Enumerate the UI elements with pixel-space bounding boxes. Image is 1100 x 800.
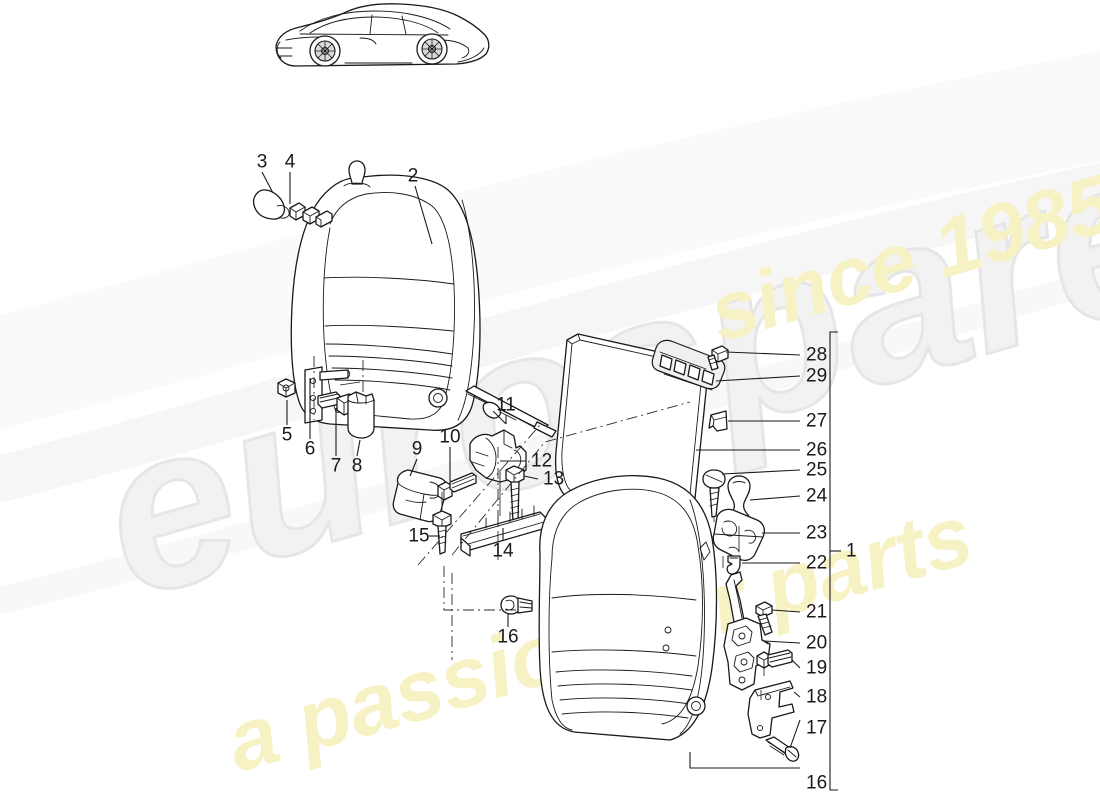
cover-plate-part-18: [747, 680, 795, 739]
bolt-part-19: [756, 649, 793, 669]
headrest-knob-part-3: [252, 189, 290, 220]
callout-5: 5: [281, 424, 293, 446]
callout-4: 4: [284, 151, 296, 173]
projection-lines: [313, 356, 765, 700]
clip-part-22: [726, 555, 741, 575]
callout-1-assembly: 1: [846, 540, 857, 562]
upper-backrest-cushion: [290, 160, 481, 431]
callout-14: 14: [492, 540, 514, 562]
pin-part-10: [437, 472, 477, 501]
bush-sleeve-part-8: [347, 391, 375, 439]
callout-24: 24: [806, 485, 828, 507]
screw-part-28: [707, 345, 729, 371]
callout-18: 18: [806, 686, 828, 708]
bolt-part-16-left: [500, 595, 533, 615]
nut-part-5: [277, 378, 296, 398]
callout-17: 17: [806, 717, 828, 739]
callout-9: 9: [411, 438, 423, 460]
callout-11: 11: [496, 394, 516, 416]
latch-mechanism-part-20: [723, 617, 771, 691]
callout-6: 6: [304, 438, 316, 460]
bolt-part-15: [432, 510, 452, 555]
callout-28: 28: [806, 344, 828, 366]
assembly-bracket-1: [689, 331, 841, 791]
clip-part-27: [708, 410, 728, 432]
callout-8: 8: [351, 455, 363, 477]
callout-13: 13: [543, 468, 565, 490]
callout-22: 22: [806, 552, 828, 574]
callout-26: 26: [806, 439, 828, 461]
callout-23: 23: [806, 522, 828, 544]
callout-20: 20: [806, 632, 828, 654]
vehicle-silhouette-icon: [275, 3, 490, 67]
screw-part-17: [765, 736, 800, 762]
callout-12: 12: [531, 450, 553, 472]
callout-16-footer: 16: [806, 772, 828, 794]
bolt-part-13: [505, 465, 525, 523]
callout-3: 3: [256, 151, 268, 173]
callout-16-left: 16: [497, 626, 519, 648]
latch-lever: [725, 571, 745, 626]
pivot-pin-part-4: [289, 202, 333, 228]
screw-part-25: [702, 469, 726, 518]
callout-15: 15: [408, 525, 430, 547]
lower-backrest-cushion: [538, 475, 718, 741]
callout-7: 7: [330, 455, 342, 477]
callout-29: 29: [806, 365, 828, 387]
callout-2: 2: [407, 165, 419, 187]
vent-grille-trim-part-29: [651, 339, 726, 391]
hinge-plate-part-6: [304, 366, 351, 424]
leader-lines: [261, 171, 801, 749]
callout-27: 27: [806, 410, 828, 432]
callout-25: 25: [806, 459, 828, 481]
callout-10: 10: [439, 426, 461, 448]
bolt-part-21: [755, 601, 773, 636]
callout-19: 19: [806, 657, 828, 679]
callout-21: 21: [806, 601, 828, 623]
